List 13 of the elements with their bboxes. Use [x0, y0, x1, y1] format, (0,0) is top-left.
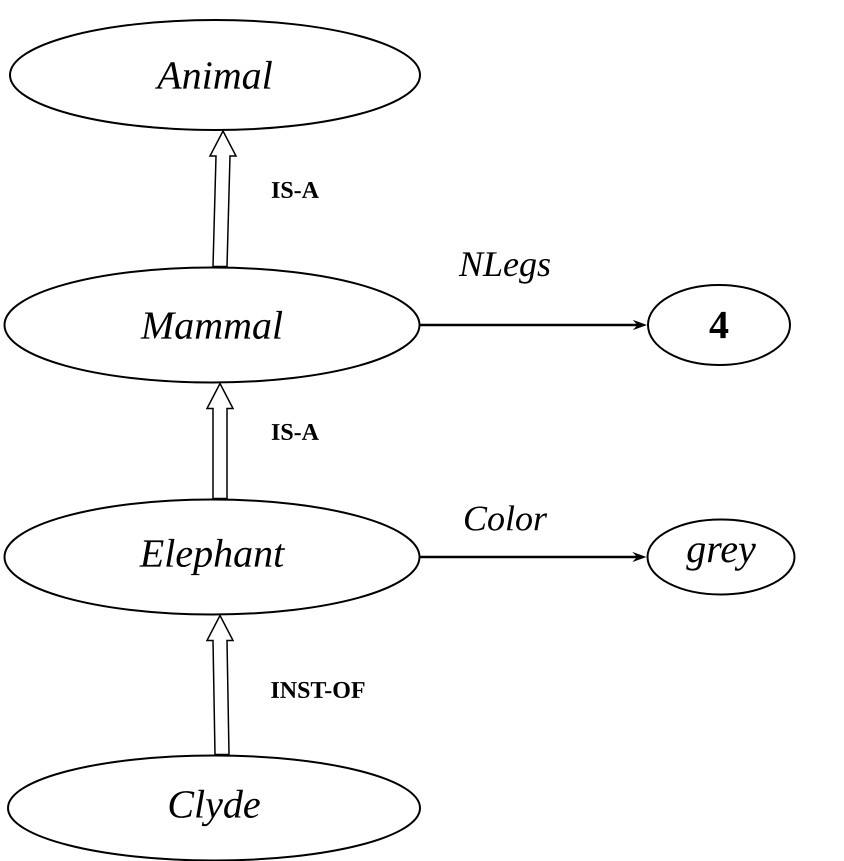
edge-label: IS-A	[272, 182, 319, 198]
ellipse-node: Mammal	[4, 266, 420, 384]
edge-label: IS-A	[272, 424, 319, 440]
ellipse-node: Animal	[9, 19, 421, 131]
ellipse-node: 4	[647, 284, 791, 366]
edge-label: NLegs	[458, 252, 550, 284]
hollow-arrow	[206, 614, 234, 756]
ellipse-node: Elephant	[4, 498, 420, 616]
ellipse-node: grey	[646, 518, 796, 596]
edge-label: INST-OF	[271, 682, 364, 698]
edge-label: Color	[465, 505, 548, 531]
hollow-arrow	[208, 129, 238, 268]
hollow-arrow	[206, 382, 234, 500]
